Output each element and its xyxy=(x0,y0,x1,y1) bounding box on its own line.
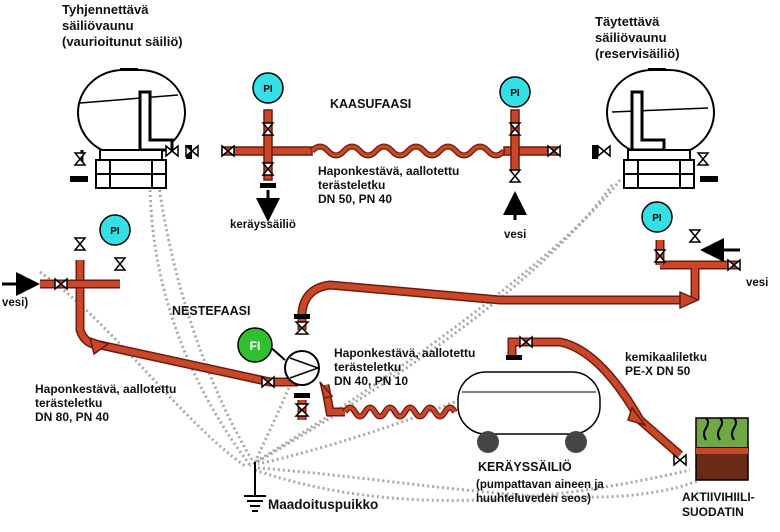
pointer-arrows xyxy=(2,190,740,296)
water-gas-label: vesi xyxy=(504,229,527,241)
pump-group: FI xyxy=(237,327,321,386)
collection-tank xyxy=(457,371,601,453)
tank-right-title: Täytettävä säiliövaunu (reservisäiliö) xyxy=(595,14,680,61)
gauge-label: PI xyxy=(263,84,273,95)
gauge-label: PI xyxy=(110,226,120,237)
right-tank-car xyxy=(592,68,718,189)
flanges xyxy=(260,183,522,398)
gas-collection-label: keräyssäiliö xyxy=(230,219,296,231)
flow-arrows xyxy=(88,290,700,427)
collection-tank-note: (pumpattavan aineen ja huuhteluveden seo… xyxy=(476,479,604,505)
gauge-label: PI xyxy=(510,88,520,99)
carbon-filter xyxy=(695,417,749,481)
left-tank-car xyxy=(70,68,192,189)
gas-phase-line xyxy=(221,109,561,181)
chemical-hose-spec: kemikaaliletku PE-X DN 50 xyxy=(625,350,708,378)
gas-phase-label: KAASUFAASI xyxy=(330,97,412,111)
ground-wires xyxy=(39,179,701,502)
pressure-gauges: PI PI PI PI xyxy=(99,72,673,246)
valves xyxy=(54,122,741,467)
flow-indicator-label: FI xyxy=(250,339,261,353)
water-left-label: vesi) xyxy=(2,297,29,309)
carbon-filter-label: AKTIIVIHIILI- SUODATIN xyxy=(682,490,755,519)
grounding-label: Maadoituspuikko xyxy=(268,497,379,512)
liquid-hose-mid-spec: Haponkestävä, aallotettu terästeletku DN… xyxy=(334,346,476,388)
liquid-phase-label: NESTEFAASI xyxy=(172,304,251,318)
liquid-hose-left-spec: Haponkestävä, aallotettu terästeletku DN… xyxy=(35,382,177,424)
collection-tank-label: KERÄYSSÄILIÖ xyxy=(478,460,572,474)
gas-hose-spec: Haponkestävä, aallotettu terästeletku DN… xyxy=(318,164,460,206)
ground-rod xyxy=(244,462,266,512)
tank-left-title: Tyhjennettävä säiliövaunu (vaurioitunut … xyxy=(62,2,183,49)
water-right-label: vesi xyxy=(746,277,769,289)
gauge-label: PI xyxy=(652,213,662,224)
